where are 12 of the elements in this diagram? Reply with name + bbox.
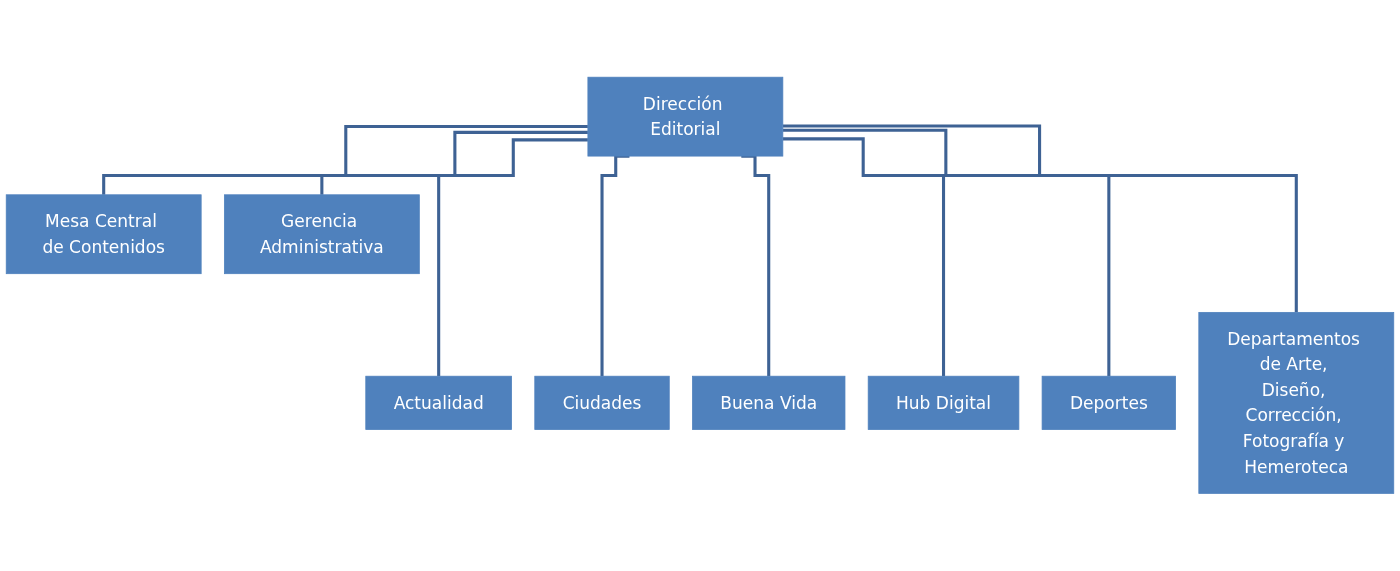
connector <box>782 128 1111 378</box>
node-box: Mesa Central de Contenidos <box>5 194 202 275</box>
node-box: Departamentos de Arte, Diseño, Corrección, Fotografía y Hemeroteca <box>1198 312 1395 494</box>
node-box: Deportes <box>1041 376 1176 431</box>
connector <box>782 137 946 378</box>
node-box: Gerencia Administrativa <box>224 194 420 275</box>
node-box: Hub Digital <box>867 376 1020 431</box>
node-box: Buena Vida <box>692 376 846 431</box>
node-box: Actualidad <box>365 376 512 431</box>
connector <box>437 138 588 378</box>
node-box: Dirección Editorial <box>587 77 784 157</box>
node-box: Ciudades <box>534 376 670 431</box>
